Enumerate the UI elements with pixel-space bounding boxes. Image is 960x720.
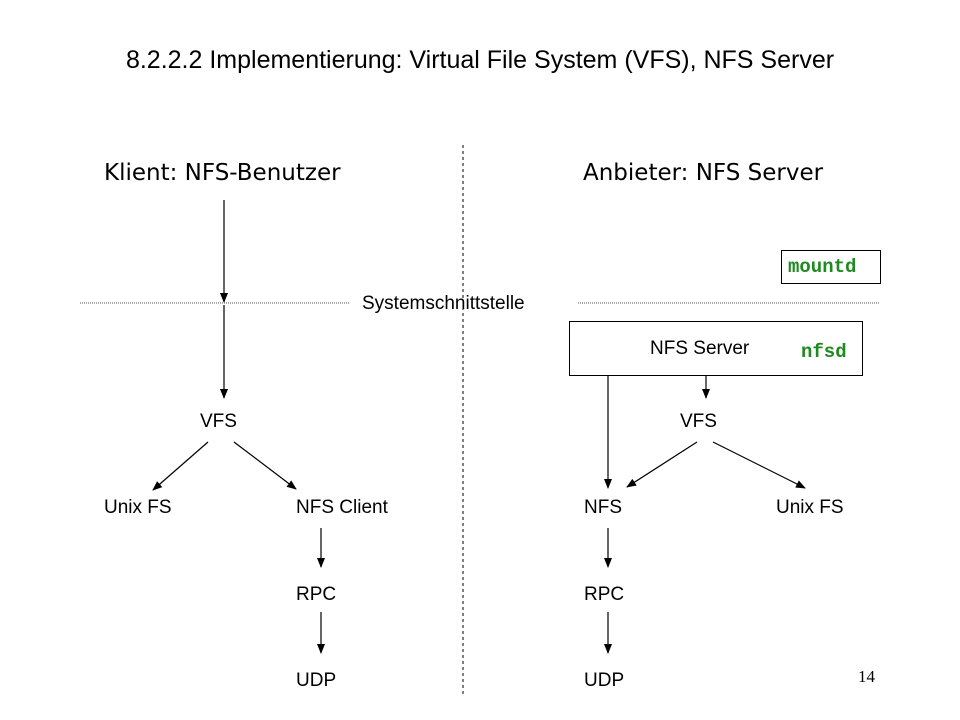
mountd-box: mountd [781,250,881,284]
client-rpc-label: RPC [296,584,337,605]
nfsd-label: nfsd [801,341,847,363]
server-udp-label: UDP [584,670,625,691]
nfs-client-label: NFS Client [296,497,388,518]
server-header: Anbieter: NFS Server [583,160,824,186]
server-rpc-label: RPC [584,584,625,605]
arrow-vfs-to-unixfs-server [712,441,806,489]
page-number: 14 [858,667,875,686]
client-vfs-label: VFS [200,411,237,432]
arrow-vfs-to-nfs-server [626,441,698,488]
page-title: 8.2.2.2 Implementierung: Virtual File Sy… [125,46,835,74]
client-unixfs-label: Unix FS [104,497,172,518]
client-header: Klient: NFS-Benutzer [104,160,341,186]
system-interface-label: Systemschnittstelle [362,293,525,314]
arrow-vfs-to-nfsclient [233,441,297,490]
nfs-server-label: NFS Server [650,338,750,359]
server-vfs-label: VFS [680,411,717,432]
server-unixfs-label: Unix FS [776,497,844,518]
arrow-vfs-to-unixfs-client [152,441,209,491]
nfs-server-box: NFS Server nfsd [569,321,863,376]
client-udp-label: UDP [296,670,337,691]
mountd-label: mountd [788,256,857,278]
server-nfs-label: NFS [584,497,622,518]
